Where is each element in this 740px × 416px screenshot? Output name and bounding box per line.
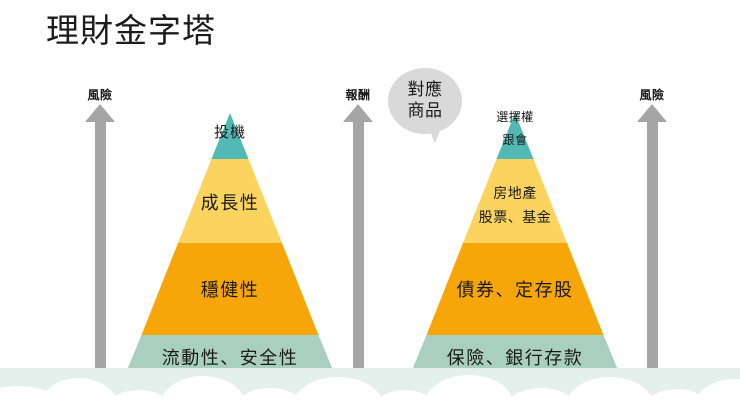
cloud-floor — [0, 402, 740, 416]
left-pyramid-level-3-label: 成長性 — [200, 193, 260, 213]
right-pyramid-level-1-label: 保險、銀行存款 — [446, 348, 584, 368]
level-1-shape — [410, 335, 620, 375]
arrow-stem — [94, 122, 106, 376]
callout-line-1: 對應 — [407, 80, 443, 99]
right-pyramid-level-1[interactable]: 保險、銀行存款 — [410, 335, 620, 375]
right-pyramid-level-4[interactable]: 選擇權 跟會 — [410, 110, 620, 159]
callout-text: 對應 商品 — [388, 79, 462, 121]
page-title: 理財金字塔 — [46, 12, 216, 49]
right-pyramid-level-2-label: 債券、定存股 — [456, 280, 574, 300]
right-pyramid-level-3-label-line1: 房地產 — [493, 185, 537, 201]
level-3-shape — [178, 159, 282, 243]
arrow-stem — [352, 122, 364, 376]
arrow-middle-reward-shape — [343, 104, 373, 376]
right-pyramid-level-3-label-line2: 股票、基金 — [478, 209, 552, 225]
arrow-left-risk-shape — [85, 104, 115, 376]
arrow-up-icon — [85, 104, 115, 122]
arrow-middle-reward-label: 報酬 — [345, 88, 371, 102]
arrow-stem — [646, 122, 658, 376]
right-pyramid: 選擇權 跟會 房地產 股票、基金 債券、定存股 保險、銀行存款 — [410, 110, 620, 375]
left-pyramid-level-4[interactable]: 投機 — [125, 113, 335, 159]
arrow-up-icon — [343, 104, 373, 122]
level-4-shape — [211, 113, 249, 159]
right-pyramid-level-4-label-above: 選擇權 — [496, 110, 534, 124]
right-pyramid-level-2[interactable]: 債券、定存股 — [410, 243, 620, 335]
left-pyramid: 投機 成長性 穩健性 流動性、安全性 — [125, 113, 335, 375]
level-2-shape — [426, 243, 604, 335]
cloud-decoration — [0, 368, 740, 416]
arrow-middle-reward: 報酬 — [338, 86, 378, 376]
arrow-right-risk: 風險 — [632, 86, 672, 376]
callout-line-2: 商品 — [407, 101, 443, 120]
arrow-left-risk: 風險 — [80, 86, 120, 376]
left-pyramid-level-4-label: 投機 — [213, 124, 246, 141]
right-pyramid-level-4-label-inside: 跟會 — [502, 133, 528, 147]
left-pyramid-level-3[interactable]: 成長性 — [125, 159, 335, 243]
level-4-shape — [496, 113, 534, 159]
left-pyramid-level-2-label: 穩健性 — [200, 280, 260, 300]
level-1-shape — [125, 335, 335, 375]
arrow-right-risk-shape — [637, 104, 667, 376]
arrow-left-risk-label: 風險 — [87, 88, 113, 102]
callout-bubble[interactable]: 對應 商品 — [388, 68, 462, 145]
left-pyramid-level-1-label: 流動性、安全性 — [161, 348, 299, 368]
right-pyramid-level-3[interactable]: 房地產 股票、基金 — [410, 159, 620, 243]
callout-body — [388, 68, 462, 134]
arrow-right-risk-label: 風險 — [639, 88, 665, 102]
level-2-shape — [141, 243, 319, 335]
left-pyramid-level-2[interactable]: 穩健性 — [125, 243, 335, 335]
arrow-up-icon — [637, 104, 667, 122]
left-pyramid-level-1[interactable]: 流動性、安全性 — [125, 335, 335, 375]
level-3-shape — [463, 159, 567, 243]
